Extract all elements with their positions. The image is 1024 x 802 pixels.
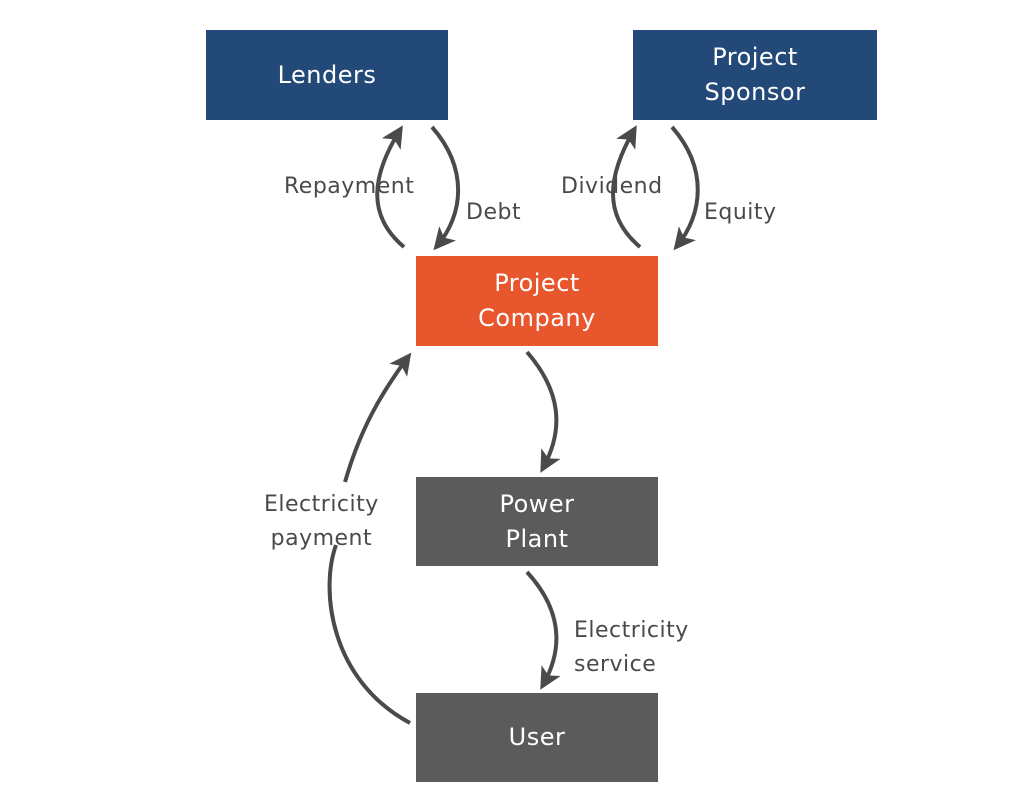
- electricity-payment-label-line-2: payment: [270, 526, 373, 551]
- project-sponsor-label-line-1: Project: [712, 43, 798, 71]
- lenders-box: Lenders: [206, 30, 448, 120]
- lenders-label: Lenders: [277, 60, 377, 89]
- user-box: User: [416, 693, 658, 782]
- electricity-payment-arrow-top: [343, 352, 412, 483]
- equity-arrow: [670, 125, 700, 251]
- project-sponsor-label-line-2: Sponsor: [704, 78, 806, 106]
- company-to-plant-arrow: [525, 350, 561, 473]
- repayment-label: Repayment: [284, 174, 415, 199]
- project-company-label-line-2: Company: [478, 304, 596, 332]
- electricity-payment-arrow: [327, 544, 411, 725]
- electricity-service-label-line-1: Electricity: [574, 618, 689, 643]
- electricity-payment-label-line-1: Electricity: [264, 492, 379, 517]
- project-sponsor-box: Project Sponsor: [633, 30, 877, 120]
- debt-label: Debt: [466, 200, 522, 225]
- dividend-arrow: [611, 125, 642, 249]
- power-plant-label-line-1: Power: [499, 489, 575, 518]
- power-plant-box: Power Plant: [416, 477, 658, 566]
- debt-arrow: [430, 125, 461, 251]
- electricity-service-label-line-2: service: [574, 652, 657, 677]
- power-plant-label-line-2: Plant: [505, 524, 569, 553]
- electricity-payment-label: Electricity payment: [264, 488, 379, 556]
- electricity-service-arrow: [525, 570, 561, 690]
- dividend-label: Dividend: [561, 174, 663, 199]
- electricity-service-label: Electricity service: [574, 614, 689, 682]
- repayment-arrow: [375, 125, 406, 249]
- project-company-box: Project Company: [416, 256, 658, 346]
- user-label: User: [508, 723, 566, 751]
- equity-label: Equity: [704, 200, 777, 225]
- project-company-label-line-1: Project: [494, 269, 580, 297]
